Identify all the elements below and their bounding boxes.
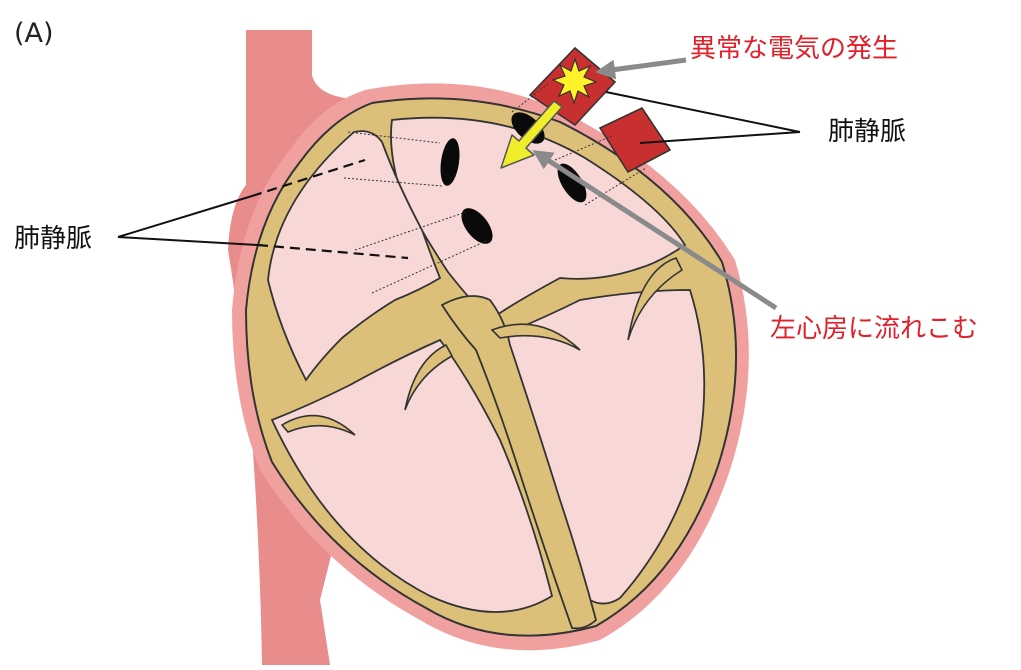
mitral-leaflet-center (490, 323, 581, 351)
pulmonary-vein-label-right: 肺静脈 (828, 117, 907, 147)
vein-opening-1 (440, 138, 460, 186)
pulmonary-vein-lower (598, 106, 672, 174)
abnormal-pointer-arrow (595, 57, 687, 80)
abnormal-excitation-label: 異常な電気の発生 (690, 34, 899, 64)
panel-label: (A) (14, 18, 54, 49)
tricuspid-leaflet-center (404, 343, 454, 411)
leader-lines (117, 91, 801, 246)
right-atrium-chamber (267, 130, 442, 382)
mitral-leaflet-right (627, 257, 684, 341)
right-ventricle-chamber (270, 338, 554, 613)
flow-pointer-arrow (532, 150, 778, 311)
yellow-flow-arrow (500, 100, 563, 169)
spark-burst-icon (551, 57, 598, 105)
flow-into-left-atrium-label: 左心房に流れこむ (770, 314, 979, 344)
tricuspid-leaflet-left (280, 414, 356, 436)
hidden-vein-lines (251, 158, 409, 260)
dotted-guides (343, 83, 647, 294)
pulmonary-vein-label-left: 肺静脈 (14, 224, 93, 254)
vein-opening-2 (461, 208, 493, 244)
